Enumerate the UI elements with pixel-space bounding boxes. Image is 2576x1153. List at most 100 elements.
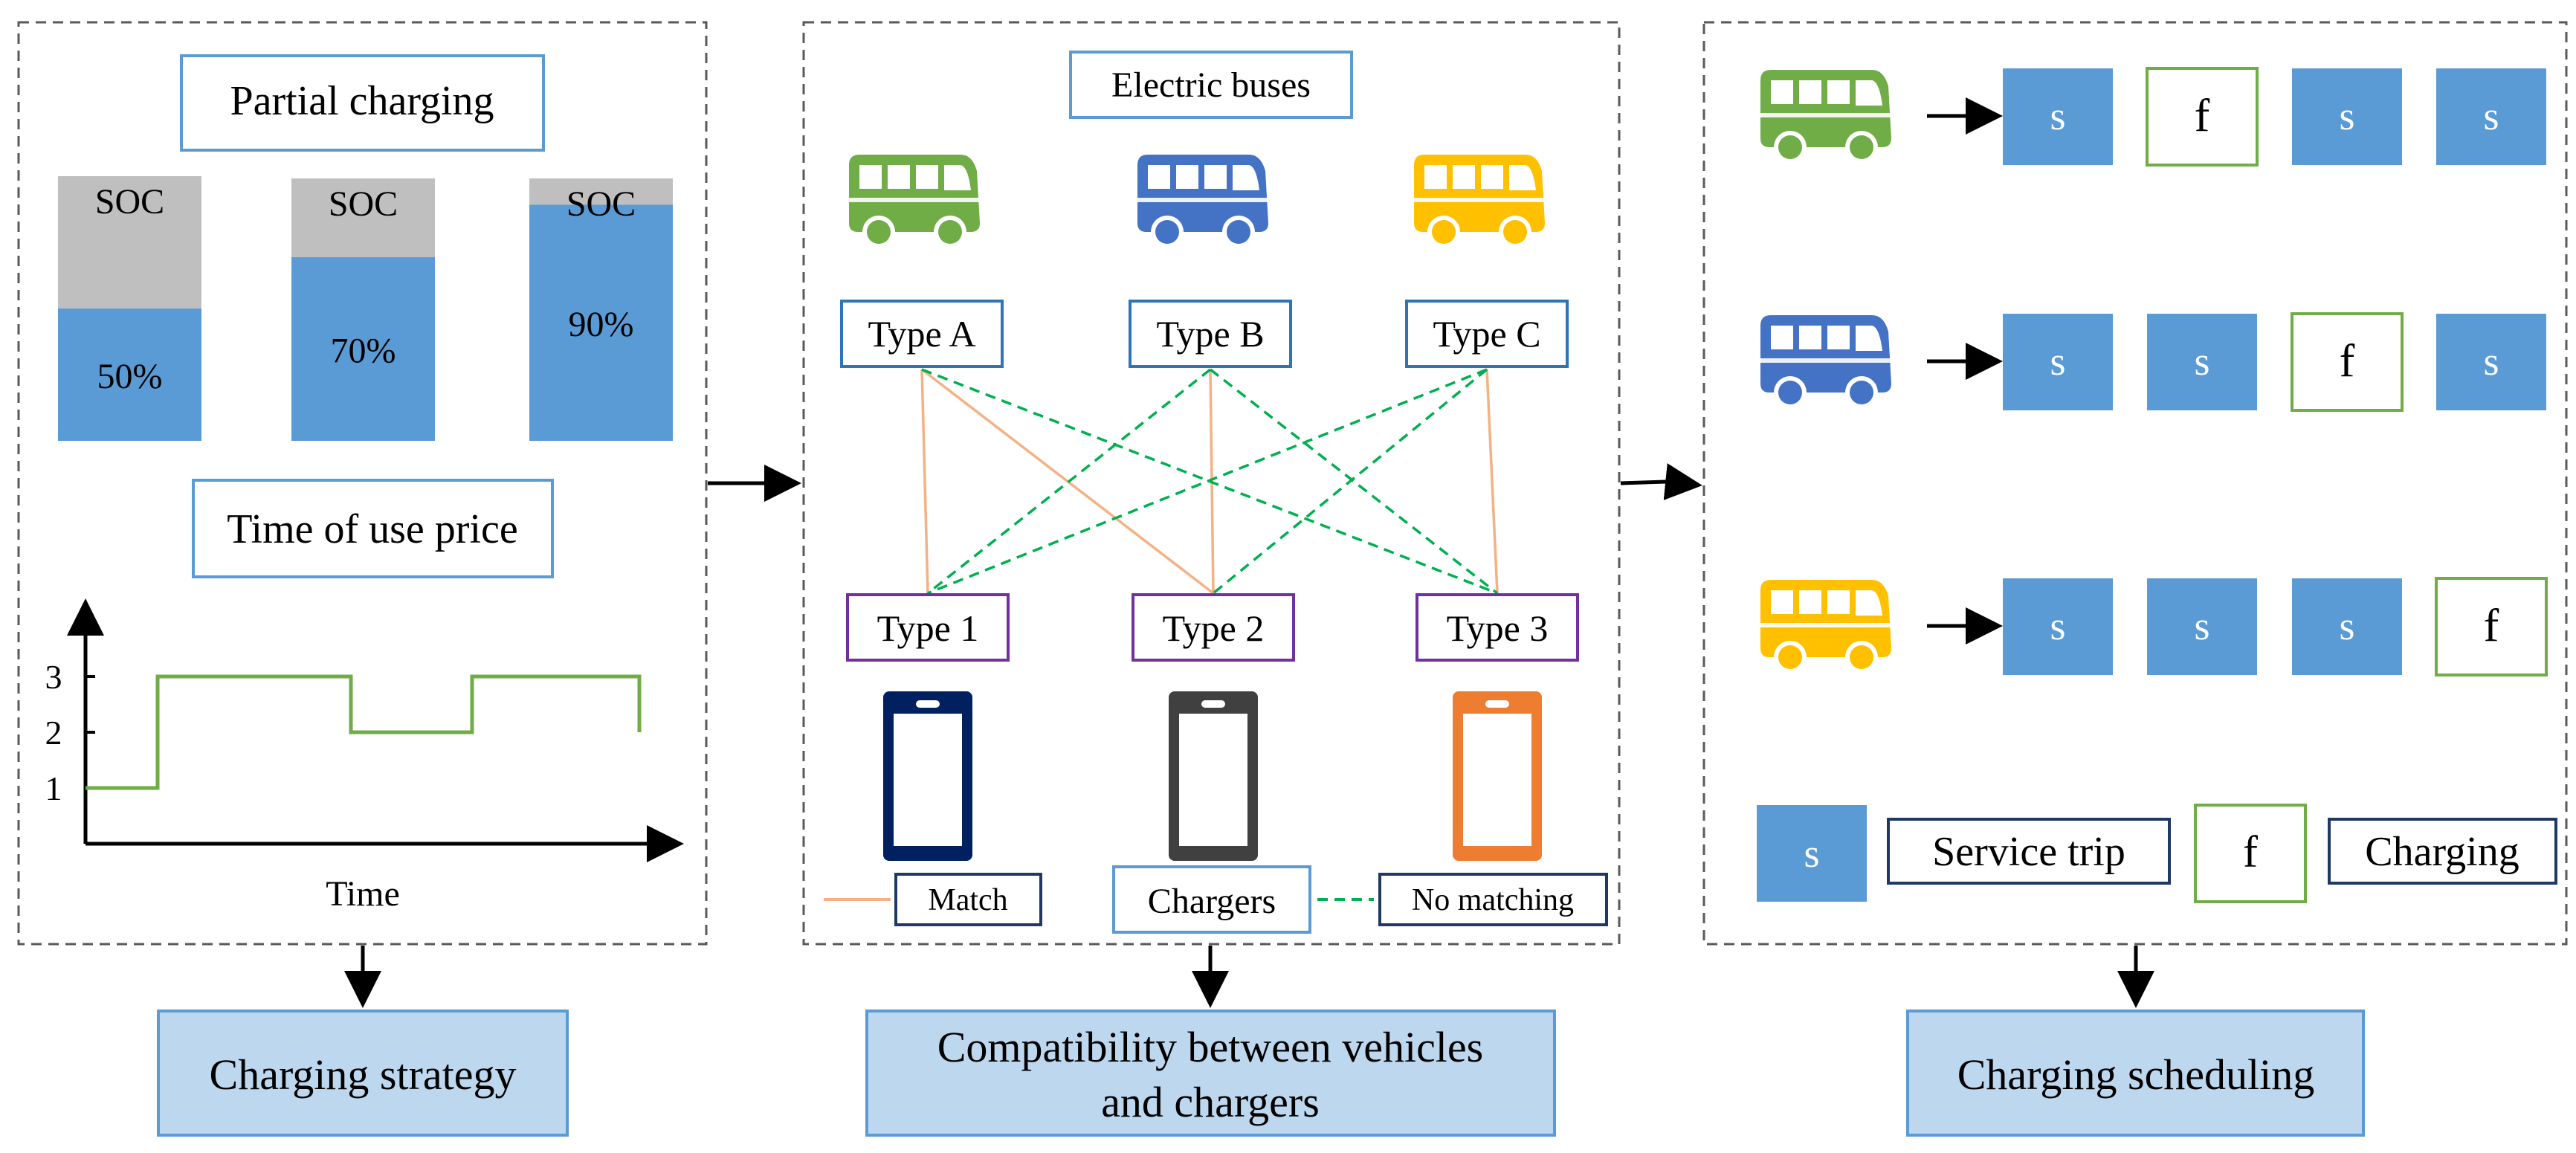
soc-label: SOC	[566, 184, 636, 224]
charger-type: Type 3	[1415, 593, 1579, 662]
slot-label: s	[2194, 339, 2209, 384]
charger-type-label: Type 3	[1447, 607, 1549, 649]
compatibility-lines	[920, 368, 1499, 595]
strategy-panel-border	[17, 21, 708, 946]
electric-buses-box	[1069, 51, 1353, 119]
slot-label: s	[2194, 604, 2209, 648]
service-slot	[2003, 578, 2113, 675]
legend-charging-square	[2194, 804, 2307, 903]
charger-icon	[1169, 691, 1258, 861]
charger-icon	[883, 691, 972, 861]
bus-type-label: Type C	[1433, 313, 1540, 355]
legend-service-label: Service trip	[1932, 829, 2125, 875]
charger-type: Type 1	[846, 593, 1010, 662]
match-line	[1485, 369, 1499, 594]
scheduling-box	[1906, 1010, 2365, 1137]
legend-no-match-box	[1378, 873, 1608, 926]
service-slot	[2147, 578, 2257, 675]
tou-price-box	[192, 479, 554, 578]
price-step-line	[85, 674, 642, 790]
legend-match-label: Match	[928, 883, 1007, 917]
no-match-line	[927, 368, 1488, 595]
soc-bar-empty	[58, 176, 201, 309]
charger-type: Type 2	[1132, 593, 1295, 662]
bus-type: Type A	[840, 300, 1004, 368]
legend-charging-label: Charging	[2365, 829, 2519, 875]
legend-service-square	[1757, 805, 1867, 902]
soc-label: SOC	[329, 184, 398, 224]
y-tick-label: 1	[45, 769, 62, 807]
slot-label: s	[2050, 339, 2065, 384]
soc-bar-empty	[291, 178, 435, 257]
legend-charging-box	[2328, 818, 2557, 885]
compatibility-label-line2: and chargers	[1101, 1078, 1320, 1126]
charger-type-label: Type 1	[877, 607, 979, 649]
service-slot	[2003, 68, 2113, 165]
no-match-line	[1209, 368, 1499, 595]
service-slot	[2292, 578, 2402, 675]
charger-icon	[1453, 691, 1542, 861]
partial-charging-box	[180, 54, 545, 152]
service-slot	[2292, 68, 2402, 165]
soc-label: SOC	[95, 182, 164, 222]
soc-value-label: 90%	[569, 305, 634, 344]
soc-bar-fill	[529, 204, 673, 441]
soc-bar-empty	[529, 178, 673, 205]
bus-type-box	[840, 300, 1004, 368]
no-match-line	[926, 368, 1212, 595]
legend-match-box	[894, 873, 1042, 926]
charger-type-box	[846, 593, 1010, 662]
no-match-line	[1212, 368, 1488, 595]
scheduling-label: Charging scheduling	[1957, 1050, 2315, 1099]
bus-type: Type C	[1405, 300, 1569, 368]
bus-type-label: Type A	[868, 313, 975, 355]
charger-type-box	[1415, 593, 1579, 662]
bus-icon	[1760, 70, 1891, 164]
match-line	[920, 369, 929, 594]
bus-icon	[1137, 155, 1268, 248]
soc-bar-fill	[291, 256, 435, 441]
schedule-legend: s Service trip f Charging	[1757, 804, 2557, 903]
charger-type-label: Type 2	[1163, 607, 1265, 649]
service-slot	[2436, 68, 2546, 165]
soc-bar: SOC 90%	[529, 178, 673, 441]
legend-chargers-box	[1112, 865, 1311, 934]
arrow-compat-to-schedule	[1620, 463, 1702, 500]
electric-buses-title: Electric buses	[1111, 65, 1311, 105]
compatibility-label-line1: Compatibility between vehicles	[937, 1023, 1484, 1071]
legend-service-box	[1887, 818, 2171, 885]
compat-legend: Match Chargers No matching	[824, 865, 1608, 934]
legend-service-symbol: s	[1804, 831, 1819, 876]
slot-label: f	[2484, 601, 2499, 651]
schedule-panel-border	[1702, 21, 2568, 946]
legend-no-match-label: No matching	[1412, 883, 1574, 917]
charging-slot	[2146, 67, 2259, 167]
slot-label: f	[2340, 336, 2355, 387]
service-slot	[2147, 314, 2257, 410]
y-tick-labels: 123	[45, 658, 95, 807]
bus-icon	[1414, 155, 1545, 248]
slot-label: s	[2483, 339, 2499, 384]
compatibility-chargers: Type 1 Type 2 Type 3	[846, 593, 1579, 861]
slot-label: s	[2483, 94, 2499, 138]
charger-type-box	[1132, 593, 1295, 662]
service-slot	[2003, 314, 2113, 410]
charging-slot	[2291, 312, 2404, 412]
slot-label: f	[2195, 91, 2210, 141]
compat-panel-border	[802, 21, 1621, 946]
slot-label: s	[2339, 94, 2354, 138]
bus-icon	[1760, 580, 1891, 674]
charging-strategy-box	[157, 1010, 569, 1137]
